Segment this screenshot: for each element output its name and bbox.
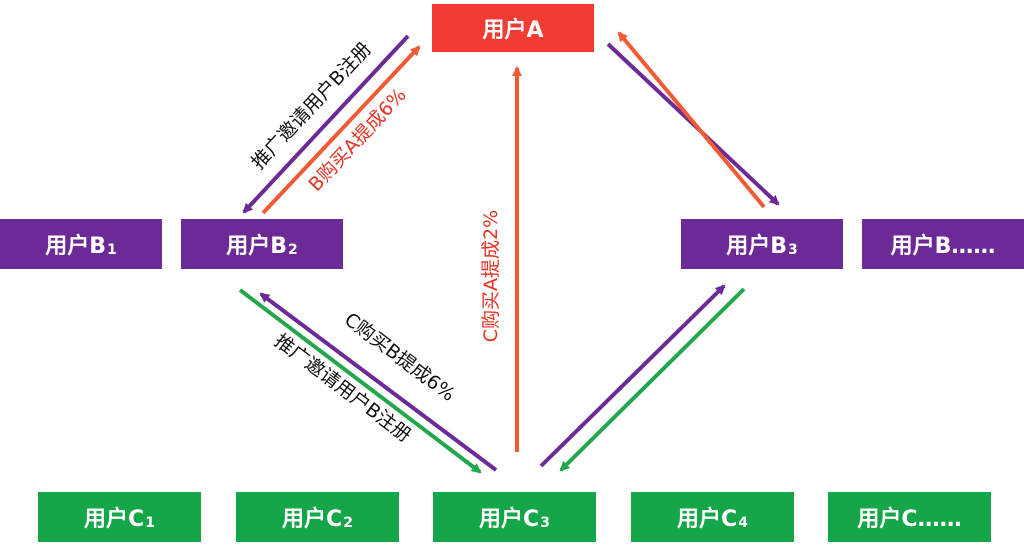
node-user-b2-label: 用户B [226, 234, 288, 259]
node-user-c4-label: 用户C [677, 507, 738, 532]
node-user-c-more: 用户C…… [828, 492, 991, 542]
node-user-b1-label: 用户B [45, 234, 107, 259]
node-user-b3-label: 用户B [726, 234, 788, 259]
node-user-b-more: 用户B…… [862, 219, 1024, 269]
node-user-c1-label: 用户C [84, 507, 145, 532]
node-user-c3-subscript: 3 [540, 515, 550, 531]
arrow-c3-to-b3-commission [539, 284, 726, 468]
node-user-c4-subscript: 4 [738, 515, 748, 531]
arrow-b2-to-a-commission [261, 45, 421, 215]
node-user-c2-label: 用户C [282, 507, 343, 532]
node-user-a: 用户A [432, 4, 594, 52]
arrow-c3-to-b2-commission [259, 292, 498, 472]
arrow-b3-to-a-commission [617, 31, 766, 209]
arrow-b2-to-c3-invite [238, 288, 482, 474]
node-user-a-label: 用户A [482, 18, 544, 43]
node-user-b2-subscript: 2 [288, 242, 298, 258]
node-user-b1-subscript: 1 [107, 242, 117, 258]
label-c-buy-a-commission: C购买A提成2% [480, 210, 502, 342]
node-user-c1-subscript: 1 [145, 515, 155, 531]
node-user-c3-label: 用户C [479, 507, 540, 532]
node-user-c-more-label: 用户C…… [857, 507, 962, 532]
arrow-a-to-b2-invite [242, 34, 410, 214]
arrow-b3-to-c3-invite [559, 287, 746, 472]
node-user-b-more-label: 用户B…… [890, 234, 996, 259]
node-user-b3-subscript: 3 [788, 242, 798, 258]
node-user-c2-subscript: 2 [343, 515, 353, 531]
